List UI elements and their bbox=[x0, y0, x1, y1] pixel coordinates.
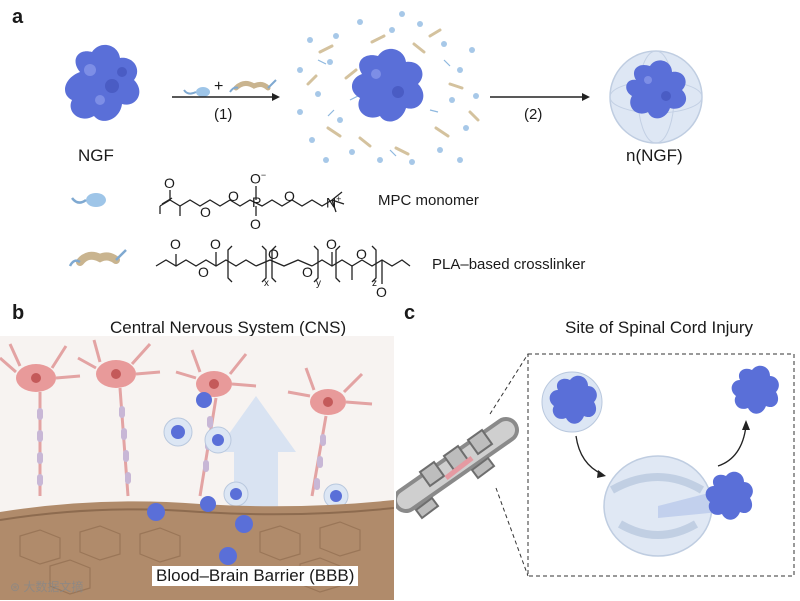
cl-o-carbonyl2: O bbox=[210, 236, 221, 252]
panel-b-title: Central Nervous System (CNS) bbox=[110, 318, 347, 337]
mpc-monomer-icon-small bbox=[183, 87, 210, 97]
cl-x-subscript: x bbox=[264, 278, 269, 289]
neuron-1 bbox=[0, 343, 81, 496]
neuron-4 bbox=[287, 367, 373, 497]
cl-o-ester4: O bbox=[356, 246, 367, 262]
degrading-capsule-icon bbox=[603, 455, 753, 557]
mpc-n-atom: N bbox=[326, 194, 337, 211]
cl-z-subscript: z bbox=[372, 278, 377, 289]
watermark-logo: ⊛ 大数据文摘 bbox=[10, 580, 84, 594]
encapsulated-ngf-icon bbox=[541, 371, 603, 433]
mpc-p-atom: P bbox=[252, 194, 262, 210]
cns-illustration bbox=[0, 336, 394, 600]
cl-o-ester1: O bbox=[198, 264, 209, 280]
mpc-structure bbox=[159, 186, 345, 216]
neuron-2 bbox=[77, 339, 161, 497]
n-ngf-label: n(NGF) bbox=[626, 146, 683, 165]
panel-c-title: Site of Spinal Cord Injury bbox=[565, 318, 754, 337]
panel-c-letter: c bbox=[404, 302, 416, 324]
mpc-o-phosphate: O bbox=[250, 216, 261, 232]
arrow-to-release bbox=[717, 425, 747, 467]
cl-y-subscript: y bbox=[316, 278, 321, 289]
watermark-text: 大数据文摘 bbox=[23, 580, 84, 594]
step-1-label: (1) bbox=[214, 106, 233, 123]
mpc-o-minus: O− bbox=[250, 170, 266, 187]
mpc-n-plus: N+ bbox=[326, 194, 341, 211]
arrow-to-degradation bbox=[575, 435, 603, 475]
panel-a-letter: a bbox=[12, 6, 24, 28]
cl-o-carbonyl1: O bbox=[170, 236, 181, 252]
zoom-box bbox=[527, 353, 795, 577]
cl-o-carbonyl4: O bbox=[376, 284, 387, 300]
spinal-injury-illustration bbox=[396, 353, 795, 577]
mpc-o-link2: O bbox=[284, 188, 295, 204]
nanocapsule-icon bbox=[609, 50, 703, 144]
cl-o-ester2: O bbox=[268, 246, 279, 262]
nanocapsules-crossing bbox=[163, 392, 349, 509]
polymerization-cloud bbox=[297, 11, 480, 165]
released-ngf-icon bbox=[731, 365, 779, 414]
cl-o-carbonyl3: O bbox=[326, 236, 337, 252]
mpc-o-link1: O bbox=[228, 188, 239, 204]
mpc-o-minus-atom: O bbox=[250, 170, 261, 187]
mpc-o-carbonyl: O bbox=[164, 175, 175, 191]
plus-sign: + bbox=[214, 78, 224, 95]
step-2-label: (2) bbox=[524, 106, 543, 123]
mpc-o-minus-charge: − bbox=[260, 170, 267, 180]
arrow-step-1 bbox=[172, 93, 280, 101]
spine-icon bbox=[396, 417, 519, 520]
crosslinker-structure bbox=[155, 245, 411, 284]
crosslinker-label: PLA–based crosslinker bbox=[432, 256, 586, 273]
neuron-3 bbox=[175, 349, 257, 497]
crosslinker-icon-small bbox=[229, 79, 277, 93]
ngf-protein-icon bbox=[65, 44, 140, 121]
ngf-label: NGF bbox=[78, 146, 114, 165]
crosslinker-icon bbox=[68, 249, 127, 267]
mpc-o-ester: O bbox=[200, 204, 211, 220]
panel-a-graphics bbox=[65, 11, 703, 284]
mpc-monomer-icon bbox=[71, 193, 106, 207]
bbb-label: Blood–Brain Barrier (BBB) bbox=[152, 566, 359, 586]
mpc-monomer-label: MPC monomer bbox=[378, 192, 479, 209]
cl-o-ester3: O bbox=[302, 264, 313, 280]
panel-b-letter: b bbox=[12, 302, 25, 324]
arrow-step-2 bbox=[490, 93, 590, 101]
mpc-n-charge: + bbox=[336, 194, 342, 204]
